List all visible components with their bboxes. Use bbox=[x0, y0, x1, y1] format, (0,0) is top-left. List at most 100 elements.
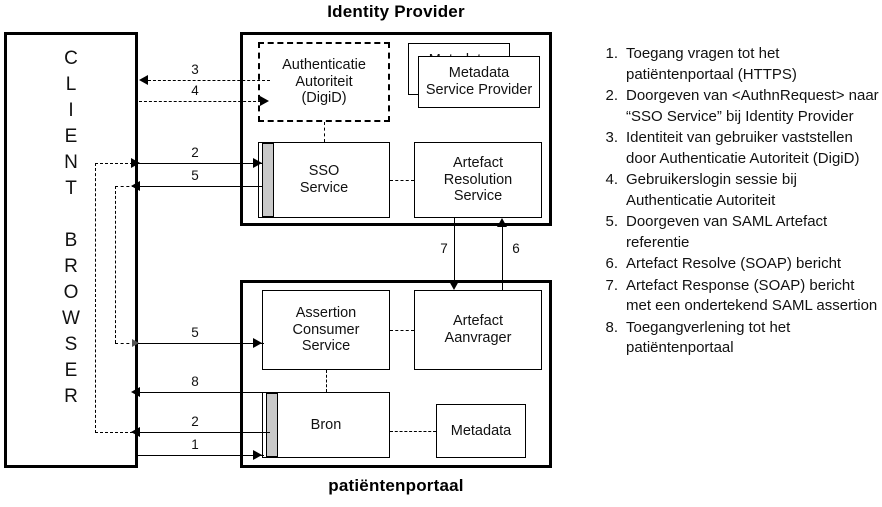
client-letter: W bbox=[62, 308, 80, 329]
flow-5-bottom-line bbox=[138, 343, 264, 344]
legend-item-number: 2. bbox=[605, 87, 618, 104]
client-letter-gap bbox=[44, 202, 98, 228]
client-letter: S bbox=[64, 334, 78, 355]
client-letter: B bbox=[64, 230, 78, 251]
metadata-service-provider-label-line1: Metadata bbox=[448, 65, 510, 82]
artefact-aanvrager-label-line1: Artefact bbox=[453, 313, 503, 330]
flow-2-arrowhead bbox=[253, 158, 262, 168]
browser-route-5-bottom bbox=[115, 343, 135, 344]
flow-8-number: 8 bbox=[191, 374, 199, 389]
flow-2-number: 2 bbox=[191, 145, 199, 160]
client-letter: O bbox=[63, 282, 79, 303]
flow-1-line bbox=[138, 455, 264, 456]
legend-item: 1. Toegang vragen tot het patiëntenporta… bbox=[592, 44, 880, 85]
legend-item: 5. Doorgeven van SAML Artefact referenti… bbox=[592, 212, 880, 253]
client-letter: E bbox=[64, 126, 78, 147]
bron-interface-bar bbox=[266, 393, 278, 457]
legend-item: 2. Doorgeven van <AuthnRequest> naar “SS… bbox=[592, 86, 880, 127]
client-letter: R bbox=[64, 256, 78, 277]
flow-legend-list: 1. Toegang vragen tot het patiëntenporta… bbox=[592, 44, 880, 360]
portal-metadata-box[interactable]: Metadata bbox=[436, 404, 526, 458]
client-letter: R bbox=[64, 386, 78, 407]
flow-2-bottom-line bbox=[138, 432, 270, 433]
flow-2-bottom-arrowhead bbox=[131, 427, 140, 437]
assertion-consumer-service-label-line1: Assertion bbox=[295, 304, 357, 321]
legend-item-text: Artefact Response (SOAP) bericht met een… bbox=[626, 276, 878, 315]
metadata-service-provider-box[interactable]: Metadata Service Provider bbox=[418, 56, 540, 108]
legend-item-text: Identiteit van gebruiker vaststellen doo… bbox=[626, 129, 860, 167]
legend-item-text: Toegang vragen tot het patiëntenportaal … bbox=[626, 45, 797, 83]
client-letter: E bbox=[64, 360, 78, 381]
legend-item-number: 5. bbox=[605, 213, 618, 230]
flow-2-bottom-number: 2 bbox=[191, 414, 199, 429]
artefact-resolution-service-box[interactable]: Artefact Resolution Service bbox=[414, 142, 542, 218]
legend-item-text: Doorgeven van <AuthnRequest> naar “SSO S… bbox=[626, 87, 879, 125]
sso-service-interface-bar bbox=[262, 143, 274, 217]
legend-item-number: 8. bbox=[605, 318, 618, 336]
identity-provider-title: Identity Provider bbox=[327, 2, 465, 21]
flow-4-number: 4 bbox=[191, 83, 199, 98]
connector-sso-to-artefact-resolution bbox=[390, 180, 414, 181]
client-letter: T bbox=[65, 178, 77, 199]
client-letter: I bbox=[68, 100, 74, 121]
connector-acs-to-artefact-aanvrager bbox=[390, 330, 414, 331]
legend-item: 7. Artefact Response (SOAP) bericht met … bbox=[592, 276, 880, 317]
authenticatie-autoriteit-label-line3: (DigiD) bbox=[301, 90, 347, 107]
browser-route-5-vert bbox=[115, 186, 116, 343]
flow-5-bottom-number: 5 bbox=[191, 325, 199, 340]
flow-7-arrowhead bbox=[449, 281, 459, 290]
client-letter: N bbox=[64, 152, 78, 173]
legend-item-number: 1. bbox=[605, 45, 618, 62]
authenticatie-autoriteit-label-line1: Authenticatie bbox=[282, 56, 366, 73]
sso-service-box[interactable]: SSO Service bbox=[258, 142, 390, 218]
flow-2-line bbox=[138, 163, 262, 164]
browser-route-5-arrowhead bbox=[132, 339, 139, 347]
flow-6-number: 6 bbox=[512, 241, 520, 256]
sso-service-label-line2: Service bbox=[299, 180, 349, 196]
assertion-consumer-service-box[interactable]: Assertion Consumer Service bbox=[262, 290, 390, 370]
assertion-consumer-service-label-line3: Service bbox=[301, 338, 351, 355]
bron-label: Bron bbox=[310, 416, 342, 433]
legend-item-text: Gebruikerslogin sessie bij Authenticatie… bbox=[626, 171, 797, 209]
flow-5-number: 5 bbox=[191, 168, 199, 183]
browser-route-2-vert bbox=[95, 163, 96, 433]
legend-item: 6. Artefact Resolve (SOAP) bericht bbox=[592, 254, 880, 275]
portal-metadata-label: Metadata bbox=[450, 422, 512, 439]
browser-route-5-top bbox=[115, 186, 135, 187]
flow-8-line bbox=[138, 392, 270, 393]
artefact-aanvrager-label-line2: Aanvrager bbox=[444, 330, 512, 346]
authenticatie-autoriteit-label-line2: Autoriteit bbox=[295, 73, 353, 90]
artefact-aanvrager-box[interactable]: Artefact Aanvrager bbox=[414, 290, 542, 370]
legend-item-number: 7. bbox=[605, 276, 618, 294]
flow-5-bottom-arrowhead bbox=[253, 338, 262, 348]
flow-1-arrowhead bbox=[253, 450, 262, 460]
legend-item-text: Doorgeven van SAML Artefact referentie bbox=[626, 213, 828, 251]
legend-item: 3. Identiteit van gebruiker vaststellen … bbox=[592, 128, 880, 169]
browser-route-2-bottom bbox=[95, 432, 133, 433]
flow-3-arrowhead bbox=[139, 75, 148, 85]
assertion-consumer-service-label-line2: Consumer bbox=[292, 321, 360, 338]
legend-item-number: 3. bbox=[605, 129, 618, 146]
legend-item-number: 6. bbox=[605, 255, 618, 272]
flow-8-arrowhead bbox=[131, 387, 140, 397]
flow-7-number: 7 bbox=[440, 241, 448, 256]
client-browser-label: C L I E N T B R O W S E R bbox=[44, 46, 98, 410]
flow-4-arrowhead bbox=[260, 96, 269, 106]
artefact-resolution-service-label-line2: Resolution bbox=[443, 171, 513, 188]
flow-2-source-arrowhead bbox=[131, 158, 140, 168]
bron-box[interactable]: Bron bbox=[262, 392, 390, 458]
client-letter: L bbox=[65, 74, 77, 95]
connector-acs-to-bron bbox=[326, 370, 327, 392]
flow-7-line bbox=[454, 218, 455, 283]
authenticatie-autoriteit-box[interactable]: Authenticatie Autoriteit (DigiD) bbox=[258, 42, 390, 122]
flow-3-line bbox=[148, 80, 270, 81]
flow-3-number: 3 bbox=[191, 62, 199, 77]
client-letter: C bbox=[64, 48, 78, 69]
sso-service-label-line1: SSO bbox=[308, 163, 340, 180]
connector-auth-to-sso bbox=[324, 122, 325, 142]
connector-bron-to-metadata bbox=[390, 431, 436, 432]
flow-4-line bbox=[139, 101, 261, 102]
legend-item-text: Artefact Resolve (SOAP) bericht bbox=[626, 255, 842, 272]
flow-5-line bbox=[138, 186, 262, 187]
flow-6-arrowhead bbox=[497, 218, 507, 227]
